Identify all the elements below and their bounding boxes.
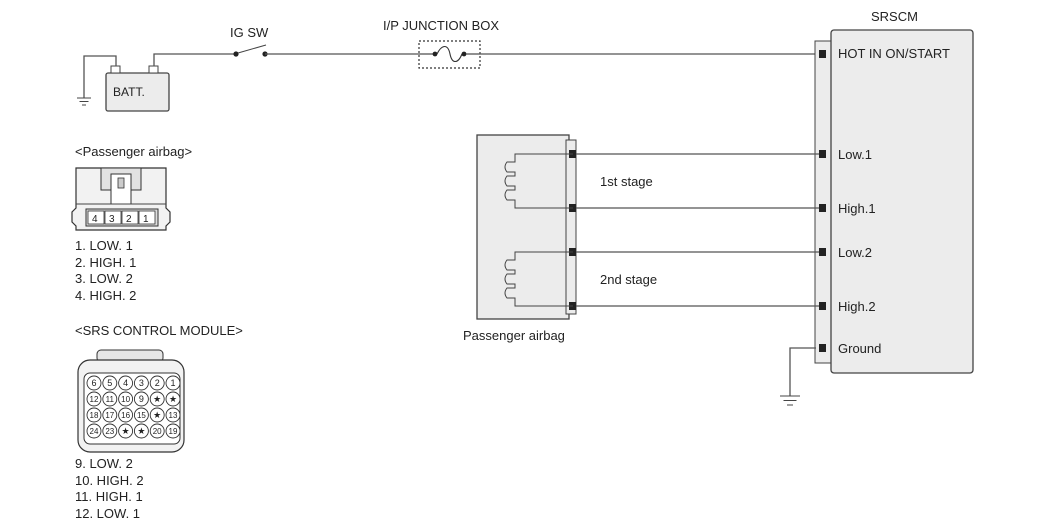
ig-sw-label: IG SW (230, 25, 269, 40)
srs-pin-socket (86, 375, 102, 391)
pin-high-2: High.2 (838, 299, 876, 314)
srs-pin-number: 17 (105, 411, 114, 420)
srs-pin-socket (133, 407, 149, 423)
srs-pin-number: 18 (90, 411, 99, 420)
srs-pin-number: ★ (122, 426, 130, 436)
passenger-pin-3: 3. LOW. 2 (75, 271, 133, 286)
srs-pin-number: 23 (105, 427, 114, 436)
srs-pin-socket (149, 391, 165, 407)
battery-ground-icon (77, 97, 91, 106)
srs-pin-9: 9. LOW. 2 (75, 456, 133, 471)
srs-pin-socket (165, 375, 181, 391)
srs-pin-socket (133, 375, 149, 391)
pc-pin-4: 4 (92, 214, 98, 225)
srs-pin-socket (165, 407, 181, 423)
srs-pin-socket (149, 423, 165, 439)
srscm-ground-icon (780, 395, 800, 406)
passenger-airbag: Passenger airbag (463, 134, 577, 343)
passenger-connector: <Passenger airbag> 4 3 2 1 (71, 144, 192, 231)
srs-pin-number: 16 (121, 411, 130, 420)
pin-low-2: Low.2 (838, 245, 872, 260)
fuse-icon (436, 45, 463, 63)
srs-pin-10: 10. HIGH. 2 (75, 472, 144, 488)
passenger-pin-4: 4. HIGH. 2 (75, 287, 137, 303)
first-stage-label: 1st stage (600, 174, 653, 189)
srscm-label: SRSCM (871, 9, 918, 24)
srs-pin-socket (102, 407, 118, 423)
pin-high-1: High.1 (838, 201, 876, 216)
pin-low-1: Low.1 (838, 147, 872, 162)
srs-pin-number: 15 (137, 411, 146, 420)
srs-pin-socket (118, 391, 134, 407)
battery-label: BATT. (113, 85, 145, 99)
srs-pin-socket (86, 407, 102, 423)
srs-pin-number: ★ (137, 426, 145, 436)
pin-hot-in: HOT IN ON/START (838, 46, 950, 61)
srs-pin-socket (133, 391, 149, 407)
srs-pin-number: 3 (139, 378, 144, 388)
srs-pin-number: 9 (139, 394, 144, 404)
srs-pin-socket (133, 423, 149, 439)
srs-pin-socket (165, 423, 181, 439)
stage-wires: 1st stage 2nd stage (576, 153, 819, 307)
srs-pin-socket (102, 375, 118, 391)
passenger-pin-list: 1. LOW. 1 2. HIGH. 1 3. LOW. 2 4. HIGH. … (75, 238, 136, 304)
srs-connector-title: <SRS CONTROL MODULE> (75, 323, 243, 338)
srs-pin-number: 10 (121, 395, 130, 404)
second-stage-label: 2nd stage (600, 272, 657, 287)
passenger-airbag-label: Passenger airbag (463, 328, 565, 343)
srs-pin-12: 12. LOW. 1 (75, 505, 141, 521)
ignition-switch: IG SW (230, 25, 269, 57)
squib-2-icon (504, 251, 573, 307)
ip-junction-box: I/P JUNCTION BOX (383, 18, 499, 69)
srs-pin-number: 12 (90, 395, 99, 404)
pc-pin-2: 2 (126, 214, 132, 225)
passenger-connector-title: <Passenger airbag> (75, 144, 192, 159)
srs-pin-socket (102, 423, 118, 439)
srs-pin-socket (165, 391, 181, 407)
srs-pin-number: 20 (153, 427, 162, 436)
srs-pin-number: 24 (90, 427, 99, 436)
srs-pin-number: ★ (153, 394, 161, 404)
srs-pin-number: 11 (106, 395, 115, 404)
srs-pin-number: 5 (107, 378, 112, 388)
srs-pin-number: 4 (123, 378, 128, 388)
passenger-pin-1: 1. LOW. 1 (75, 238, 133, 253)
srs-pin-11: 11. HIGH. 1 (75, 489, 143, 504)
srs-pin-list: 9. LOW. 2 10. HIGH. 2 11. HIGH. 1 12. LO… (75, 456, 144, 522)
srs-pin-number: 6 (91, 378, 96, 388)
squib-1-icon (504, 153, 573, 209)
srs-pin-socket (149, 375, 165, 391)
pc-pin-3: 3 (109, 214, 115, 225)
srs-pin-socket (102, 391, 118, 407)
srs-pin-socket (149, 407, 165, 423)
pin-ground: Ground (838, 341, 881, 356)
srs-pin-number: ★ (153, 410, 161, 420)
battery: BATT. (105, 65, 170, 112)
passenger-pin-2: 2. HIGH. 1 (75, 254, 137, 270)
srs-pin-socket (118, 375, 134, 391)
srs-pin-socket (86, 391, 102, 407)
junction-box-label: I/P JUNCTION BOX (383, 18, 499, 33)
srs-pin-socket (118, 407, 134, 423)
srs-pin-number: 1 (170, 378, 175, 388)
srs-pin-number: 19 (169, 427, 178, 436)
srscm-module: SRSCM HOT IN ON/START Low.1 High.1 Low.2… (814, 9, 974, 374)
srs-pin-socket (118, 423, 134, 439)
srs-pin-number: 13 (169, 411, 178, 420)
pc-pin-1: 1 (143, 214, 149, 225)
srs-pin-number: 2 (155, 378, 160, 388)
srs-pin-socket (86, 423, 102, 439)
srs-pin-number: ★ (169, 394, 177, 404)
